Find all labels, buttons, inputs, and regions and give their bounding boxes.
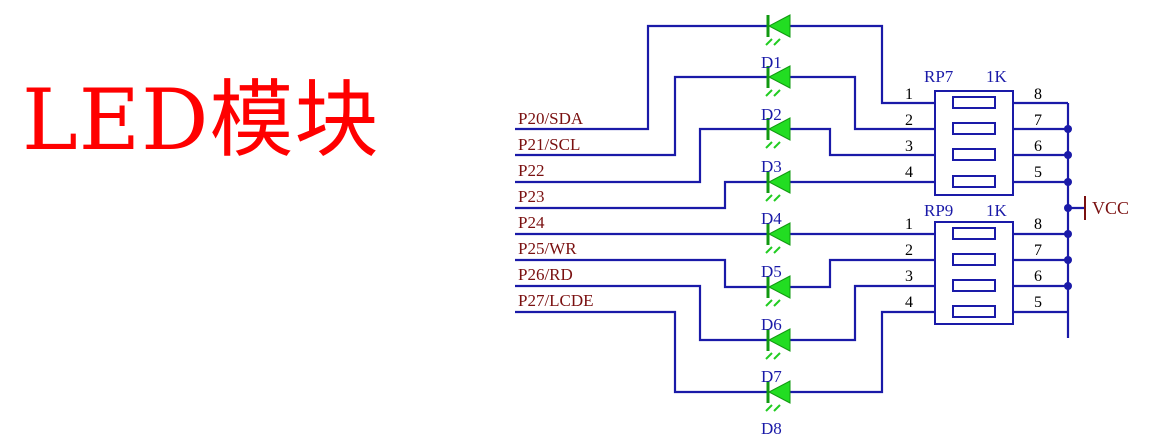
rp9-pin: 6 bbox=[1034, 268, 1042, 285]
led-d2-icon bbox=[765, 65, 791, 97]
junctions bbox=[1064, 125, 1072, 290]
vcc-label: VCC bbox=[1092, 198, 1129, 218]
led-label: D1 bbox=[761, 53, 782, 72]
led-label: D4 bbox=[761, 209, 782, 228]
net-label: P23 bbox=[518, 187, 544, 206]
net-label: P27/LCDE bbox=[518, 291, 594, 310]
rp7-pin: 8 bbox=[1034, 86, 1042, 103]
led-label: D6 bbox=[761, 315, 782, 334]
rp7-pin: 2 bbox=[905, 112, 913, 129]
led-d6-icon bbox=[765, 275, 791, 307]
rp9-pin: 1 bbox=[905, 216, 913, 233]
led-label: D2 bbox=[761, 105, 782, 124]
rp7-pin: 6 bbox=[1034, 138, 1042, 155]
rp9-pin: 5 bbox=[1034, 294, 1042, 311]
led-d8-icon bbox=[765, 380, 791, 412]
net-label: P26/RD bbox=[518, 265, 573, 284]
rp7-pin: 5 bbox=[1034, 164, 1042, 181]
rp9-pin: 4 bbox=[905, 294, 913, 311]
rp9-pin: 3 bbox=[905, 268, 913, 285]
rp7-pin: 1 bbox=[905, 86, 913, 103]
led-d7-icon bbox=[765, 328, 791, 360]
led-label: D8 bbox=[761, 419, 782, 438]
net-label: P21/SCL bbox=[518, 135, 580, 154]
rp7-value: 1K bbox=[986, 67, 1008, 86]
net-label: P22 bbox=[518, 161, 544, 180]
led-label: D3 bbox=[761, 157, 782, 176]
led-d3-icon bbox=[765, 117, 791, 149]
led-d1-icon bbox=[765, 14, 791, 46]
net-label: P24 bbox=[518, 213, 545, 232]
rp7-pin: 3 bbox=[905, 138, 913, 155]
led-label: D7 bbox=[761, 367, 782, 386]
net-label: P20/SDA bbox=[518, 109, 584, 128]
net-label: P25/WR bbox=[518, 239, 577, 258]
rp7 bbox=[934, 90, 1014, 196]
rp7-pin: 4 bbox=[905, 164, 913, 181]
led-d5-icon bbox=[765, 222, 791, 254]
rp7-name: RP7 bbox=[924, 67, 954, 86]
rp9-name: RP9 bbox=[924, 201, 953, 220]
rp9-value: 1K bbox=[986, 201, 1008, 220]
rp7-pin: 7 bbox=[1034, 112, 1042, 129]
rp9-pin: 8 bbox=[1034, 216, 1042, 233]
rp9 bbox=[934, 221, 1014, 325]
rp9-pin: 7 bbox=[1034, 242, 1042, 259]
led-label: D5 bbox=[761, 262, 782, 281]
rp9-pin: 2 bbox=[905, 242, 913, 259]
led-d4-icon bbox=[765, 170, 791, 202]
module-title: LED模块 bbox=[22, 71, 380, 169]
